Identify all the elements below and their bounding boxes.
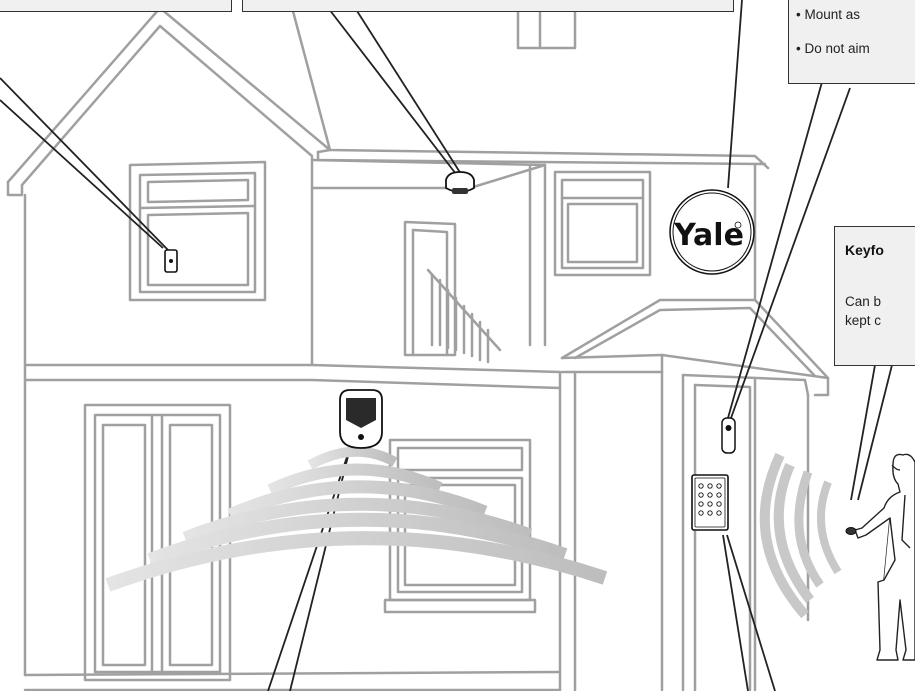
callout-box-window-sensor: [0, 0, 232, 12]
callout-box-ceiling-detector: [242, 0, 734, 12]
person-figure-icon: [855, 454, 915, 660]
keyfob-callout-title: Keyfo: [845, 242, 884, 258]
keyfob-icon: [846, 528, 856, 535]
house-outline: [8, 0, 828, 690]
siren-brand: Yale: [673, 218, 744, 253]
pir-motion-sensor-icon: [340, 390, 382, 448]
ceiling-detector-icon: [446, 172, 474, 194]
door-contact-icon: [165, 250, 177, 272]
placement-bullet-1: • Mount as: [796, 7, 860, 22]
siren-icon: Yale: [670, 190, 754, 274]
placement-bullet-2: • Do not aim: [796, 41, 870, 56]
door-contact-icon: [722, 418, 735, 453]
keypad-icon: [692, 475, 728, 530]
signal-wave-icon: [765, 455, 838, 615]
keyfob-callout-line-1: Can b: [845, 294, 881, 309]
keyfob-callout-line-2: kept c: [845, 313, 881, 328]
